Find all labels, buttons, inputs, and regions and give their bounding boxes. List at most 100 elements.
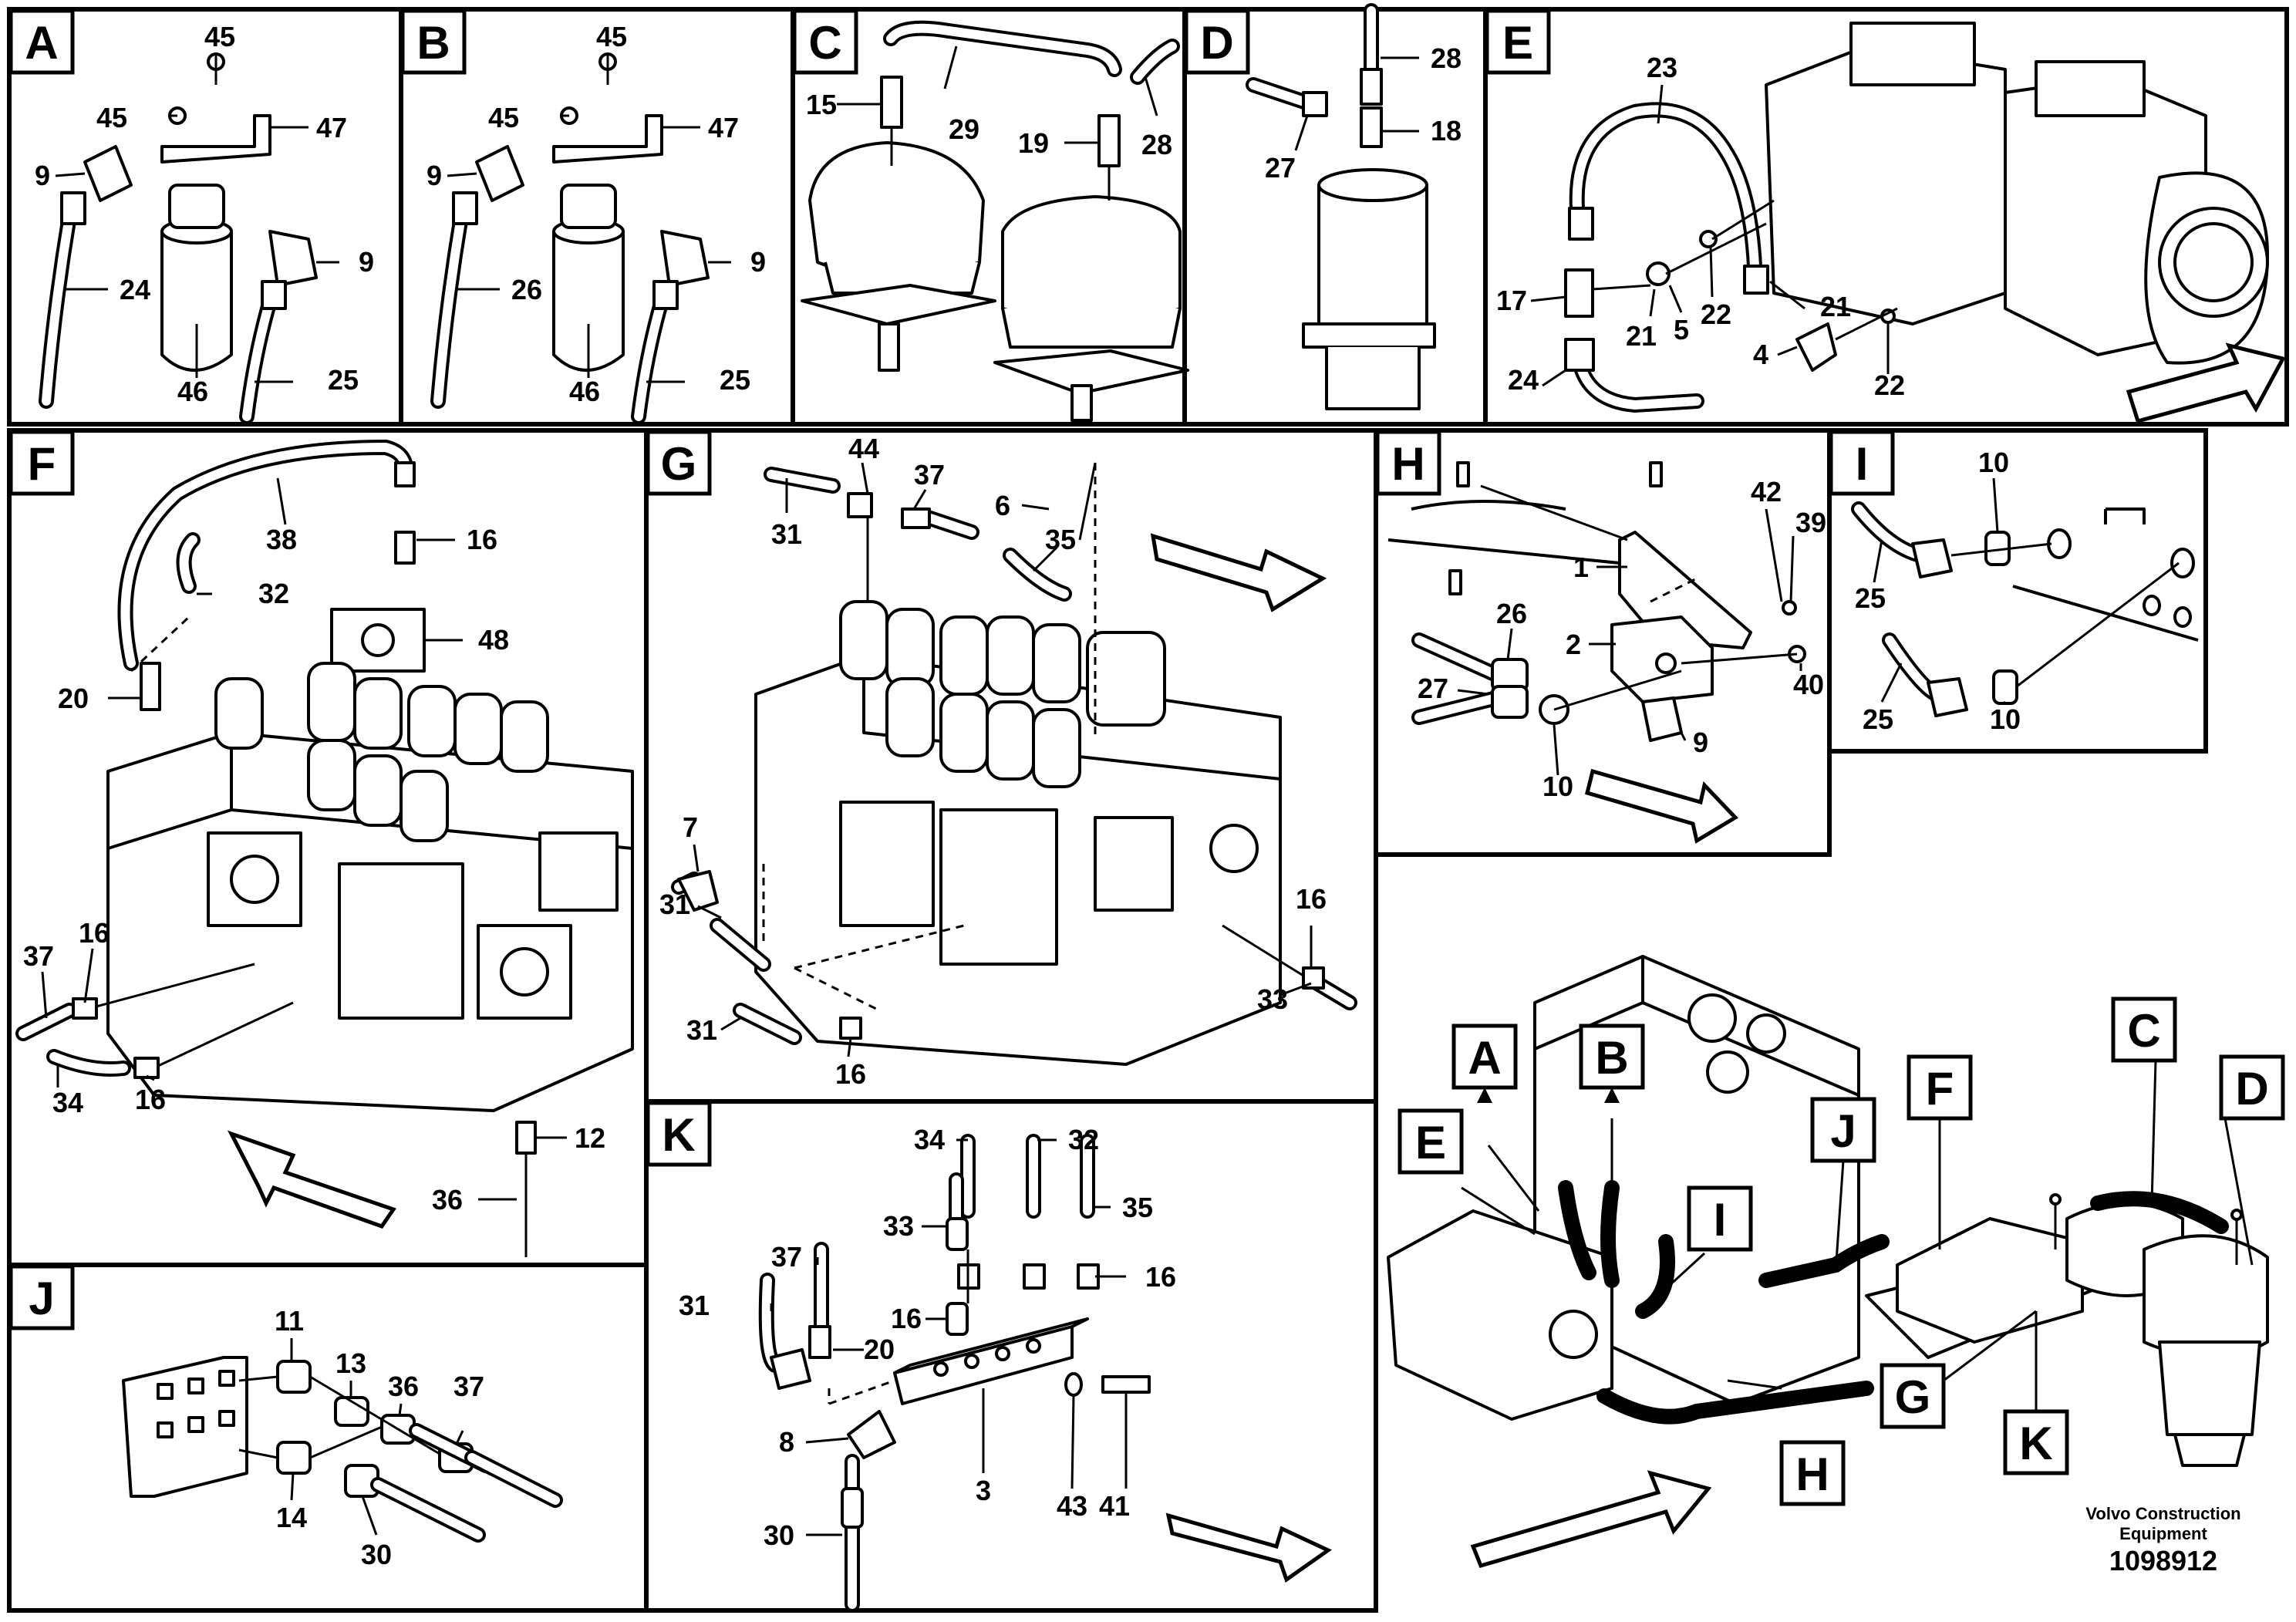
panel-e-leaders (1530, 84, 1890, 387)
label-34: 34 (52, 1087, 83, 1118)
label-35: 35 (1045, 524, 1076, 555)
callout-d-letter: D (2235, 1063, 2268, 1114)
panel-k: K (646, 1101, 1332, 1612)
label-47: 47 (708, 112, 739, 143)
callout-c (2111, 996, 2177, 1063)
panel-b-badge (400, 8, 467, 75)
label-14: 14 (276, 1502, 307, 1533)
label-46: 46 (177, 376, 208, 407)
filter-assembly-drawing (430, 52, 710, 424)
label-30: 30 (361, 1539, 392, 1570)
panel-c-letter: C (808, 17, 841, 69)
label-4: 4 (1753, 339, 1768, 370)
brand-name: Volvo Construction (2085, 1504, 2240, 1523)
label-45: 45 (596, 21, 627, 52)
filter-assembly-drawing (39, 52, 318, 424)
panel-e: E (1485, 8, 2286, 424)
label-16: 16 (1145, 1261, 1176, 1293)
callout-i-letter: I (1714, 1194, 1727, 1246)
flow-arrow-icon (1584, 768, 1738, 844)
label-21: 21 (1820, 291, 1851, 322)
panel-i-leaders (1873, 477, 2007, 705)
panel-a-letter: A (25, 17, 58, 69)
label-44: 44 (848, 433, 879, 464)
label-19: 19 (1018, 127, 1049, 159)
panel-k-frame (644, 1099, 1378, 1613)
panel-j-badge (8, 1264, 75, 1330)
label-37: 37 (771, 1241, 802, 1273)
label-10: 10 (1978, 447, 2009, 478)
callout-j-letter: J (1830, 1105, 1856, 1157)
label-47: 47 (316, 112, 347, 143)
label-31: 31 (686, 1014, 717, 1046)
label-10: 10 (1990, 703, 2021, 735)
label-16: 16 (835, 1058, 866, 1090)
panel-e-letter: E (1502, 17, 1533, 69)
callout-e (1397, 1108, 1464, 1175)
panel-h: H (1375, 430, 1826, 844)
callout-a (1451, 1023, 1518, 1090)
panel-j-frame (7, 1263, 649, 1613)
panel-d-leaders (1294, 56, 1419, 151)
label-37: 37 (453, 1371, 484, 1402)
label-25: 25 (1863, 703, 1893, 735)
callout-j (1810, 1097, 1876, 1163)
label-16: 16 (1296, 883, 1327, 915)
panel-b: B 45 45 47 9 9 26 46 25 (400, 8, 766, 424)
flow-arrow-icon (1470, 1470, 1712, 1569)
label-9: 9 (359, 246, 374, 278)
label-16: 16 (467, 524, 497, 555)
panel-f-letter: F (28, 438, 56, 490)
label-25: 25 (328, 364, 359, 396)
panel-i-badge (1829, 430, 1895, 496)
label-36: 36 (388, 1371, 419, 1402)
label-11: 11 (275, 1305, 304, 1337)
label-12: 12 (575, 1122, 605, 1154)
panel-e-frame (1483, 7, 2289, 427)
callout-h-letter: H (1795, 1448, 1829, 1500)
label-45: 45 (96, 102, 127, 133)
panel-j-letter: J (29, 1273, 54, 1324)
label-20: 20 (58, 683, 89, 714)
label-25: 25 (1855, 582, 1886, 614)
label-7: 7 (683, 811, 698, 843)
label-27: 27 (1418, 673, 1448, 704)
label-27: 27 (1265, 152, 1296, 184)
panel-j: J 11 13 (8, 1264, 563, 1570)
callout-i (1687, 1185, 1753, 1252)
label-37: 37 (914, 459, 945, 491)
label-40: 40 (1793, 669, 1824, 700)
label-26: 26 (511, 274, 542, 305)
label-28: 28 (1141, 129, 1172, 160)
panel-j-leaders (290, 1338, 464, 1536)
brand-name-line2: Equipment (2119, 1524, 2207, 1543)
label-36: 36 (432, 1184, 463, 1216)
callout-a-letter: A (1468, 1032, 1501, 1084)
panel-h-letter: H (1391, 438, 1424, 490)
label-31: 31 (771, 518, 802, 550)
label-46: 46 (569, 376, 600, 407)
flow-arrow-icon (227, 1130, 396, 1229)
label-25: 25 (720, 364, 750, 396)
label-24: 24 (120, 274, 150, 305)
label-9: 9 (1693, 727, 1708, 758)
panel-c: C 15 29 19 28 (792, 8, 1189, 422)
callout-f-letter: F (1926, 1063, 1954, 1114)
label-42: 42 (1751, 476, 1782, 508)
panel-f-leaders (41, 477, 567, 1201)
label-17: 17 (1496, 285, 1527, 316)
callout-k (2003, 1409, 2069, 1475)
callout-b-letter: B (1595, 1032, 1628, 1084)
callout-b (1579, 1023, 1645, 1090)
callout-h (1779, 1440, 1846, 1506)
label-45: 45 (488, 102, 519, 133)
panel-f: F (8, 430, 634, 1257)
callout-g (1880, 1363, 1946, 1429)
callout-d (2219, 1054, 2285, 1121)
panel-c-badge (792, 8, 858, 75)
label-9: 9 (35, 160, 50, 191)
label-41: 41 (1099, 1490, 1130, 1522)
label-37: 37 (23, 940, 54, 972)
control-valve-drawing (15, 439, 634, 1257)
panel-d: D 28 27 18 (1184, 3, 1462, 410)
